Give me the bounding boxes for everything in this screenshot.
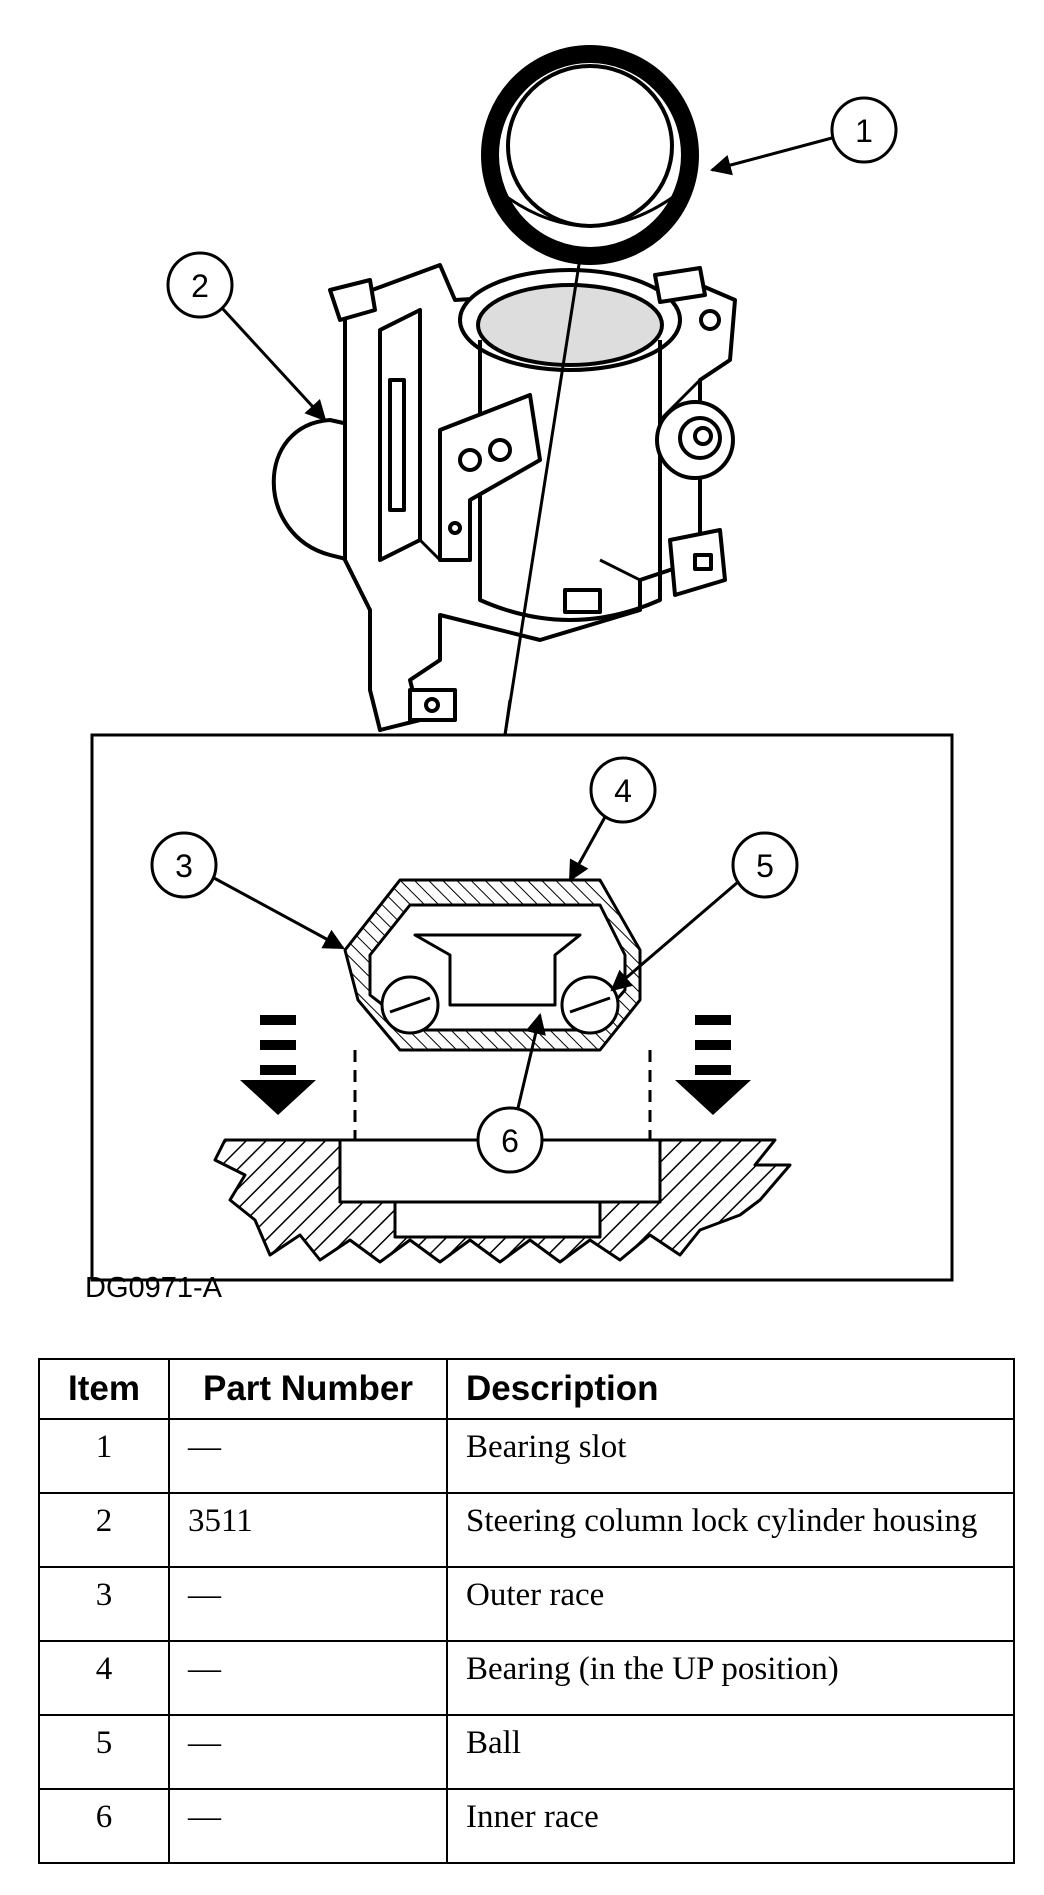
svg-text:4: 4 xyxy=(614,773,632,809)
cell-description: Outer race xyxy=(446,1566,1015,1642)
table-row: 4 — Bearing (in the UP position) xyxy=(38,1640,1015,1716)
cell-description: Bearing slot xyxy=(446,1418,1015,1494)
callout-3: 3 xyxy=(150,831,345,950)
cell-item: 5 xyxy=(38,1714,170,1790)
bearing-cross-section xyxy=(343,878,652,1145)
table-row: 6 — Inner race xyxy=(38,1788,1015,1864)
table-header-row: Item Part Number Description xyxy=(38,1358,1015,1420)
cell-item: 4 xyxy=(38,1640,170,1716)
lock-cylinder-housing xyxy=(271,263,737,732)
cell-part-number: — xyxy=(168,1566,448,1642)
figure-id: DG0971-A xyxy=(85,1272,223,1304)
table-row: 3 — Outer race xyxy=(38,1566,1015,1642)
cell-part-number: — xyxy=(168,1714,448,1790)
fixture-base xyxy=(213,1138,792,1264)
bearing-diagram: 1 2 xyxy=(90,45,954,1282)
svg-text:5: 5 xyxy=(756,848,774,884)
cell-item: 3 xyxy=(38,1566,170,1642)
header-part-number: Part Number xyxy=(168,1358,448,1420)
svg-text:6: 6 xyxy=(501,1123,519,1159)
parts-table: Item Part Number Description 1 — Bearing… xyxy=(38,1358,1015,1864)
press-arrow-right xyxy=(675,1015,751,1115)
cell-description: Inner race xyxy=(446,1788,1015,1864)
callout-2: 2 xyxy=(166,251,327,422)
cell-item: 6 xyxy=(38,1788,170,1864)
header-description: Description xyxy=(446,1358,1015,1420)
press-arrow-left xyxy=(240,1015,316,1115)
callout-1: 1 xyxy=(709,96,898,176)
svg-text:2: 2 xyxy=(191,268,209,304)
cell-part-number: 3511 xyxy=(168,1492,448,1568)
bearing-ring xyxy=(481,45,699,265)
cell-item: 1 xyxy=(38,1418,170,1494)
svg-text:1: 1 xyxy=(855,113,873,149)
cell-part-number: — xyxy=(168,1788,448,1864)
cell-part-number: — xyxy=(168,1640,448,1716)
cell-description: Steering column lock cylinder housing xyxy=(446,1492,1015,1568)
callout-5: 5 xyxy=(610,831,799,992)
cell-description: Bearing (in the UP position) xyxy=(446,1640,1015,1716)
header-item: Item xyxy=(38,1358,170,1420)
cell-description: Ball xyxy=(446,1714,1015,1790)
callout-4: 4 xyxy=(568,756,657,882)
cell-item: 2 xyxy=(38,1492,170,1568)
table-row: 1 — Bearing slot xyxy=(38,1418,1015,1494)
callout-6: 6 xyxy=(476,1012,546,1174)
svg-text:3: 3 xyxy=(175,848,193,884)
table-row: 5 — Ball xyxy=(38,1714,1015,1790)
table-row: 2 3511 Steering column lock cylinder hou… xyxy=(38,1492,1015,1568)
cell-part-number: — xyxy=(168,1418,448,1494)
